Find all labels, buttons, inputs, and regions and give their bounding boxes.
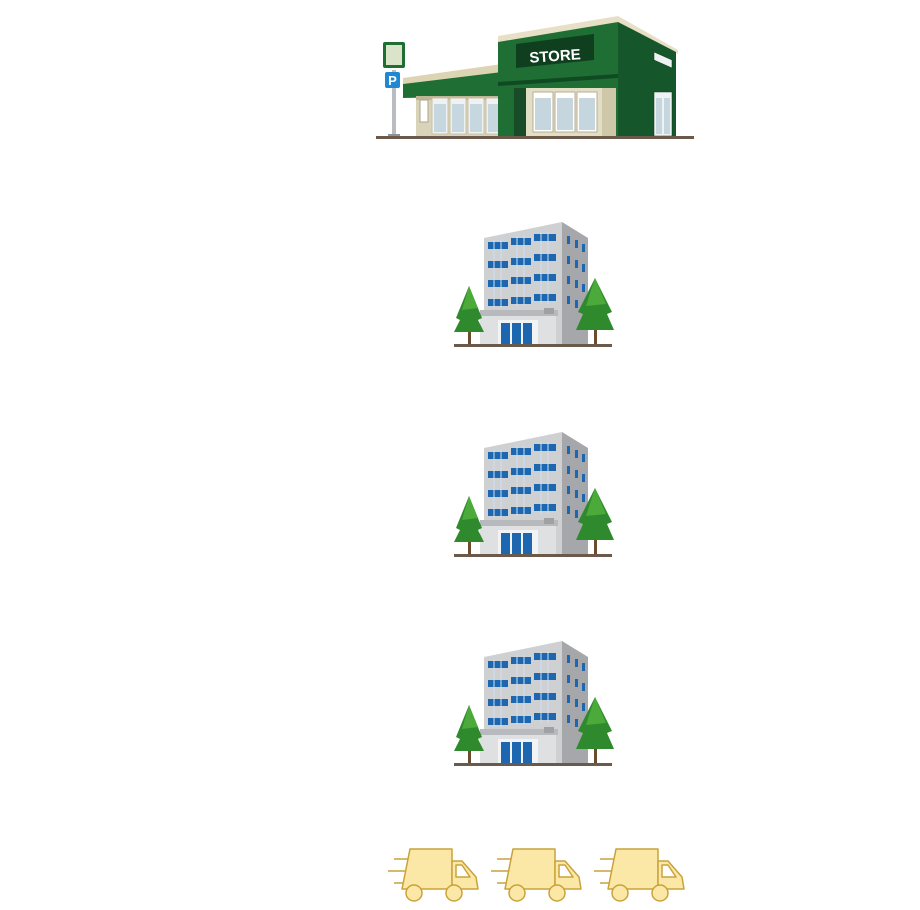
office-building-icon bbox=[454, 641, 614, 766]
tree-icon bbox=[576, 278, 614, 346]
parking-sign-label: P bbox=[388, 73, 397, 88]
store-pole-sign-icon bbox=[383, 42, 405, 68]
delivery-trucks bbox=[388, 843, 688, 905]
store-building: P STORE bbox=[376, 12, 694, 142]
tree-icon bbox=[454, 496, 484, 556]
delivery-truck-icon bbox=[594, 843, 686, 905]
office-building-icon bbox=[454, 222, 614, 347]
tree-icon bbox=[576, 488, 614, 556]
tree-icon bbox=[454, 705, 484, 765]
tree-icon bbox=[576, 697, 614, 765]
office-building bbox=[454, 220, 616, 348]
office-building-icon bbox=[454, 432, 614, 557]
parking-sign-icon: P bbox=[385, 72, 400, 88]
office-building bbox=[454, 639, 616, 767]
delivery-truck-icon bbox=[388, 843, 480, 905]
delivery-truck-icon bbox=[491, 843, 583, 905]
store-sign-label: STORE bbox=[529, 46, 581, 67]
office-building bbox=[454, 430, 616, 558]
tree-icon bbox=[454, 286, 484, 346]
